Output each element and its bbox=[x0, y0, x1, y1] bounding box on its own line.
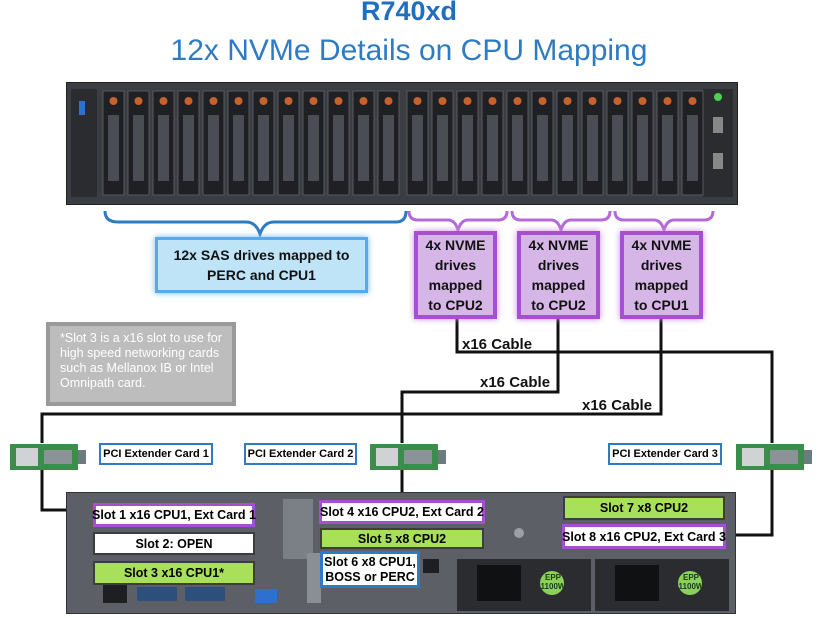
drive-bay-handle bbox=[562, 115, 573, 181]
drive-bay-handle bbox=[208, 115, 219, 181]
nvme-1-line1: 4x NVME bbox=[425, 237, 486, 253]
nvme-3-line2: drives bbox=[640, 257, 683, 273]
drive-bay-handle bbox=[108, 115, 119, 181]
cable-label-1: x16 Cable bbox=[462, 336, 533, 353]
psu-1-epp: EPP bbox=[544, 573, 561, 582]
drive-bay-handle bbox=[133, 115, 144, 181]
drive-bay-handle bbox=[662, 115, 673, 181]
slot3-note: *Slot 3 is a x16 slot to use for high sp… bbox=[46, 322, 236, 406]
drive-bay-led bbox=[513, 97, 522, 105]
drive-bay-handle bbox=[158, 115, 169, 181]
sas-label-line2: PERC and CPU1 bbox=[207, 267, 316, 283]
drive-bay-led bbox=[688, 97, 697, 105]
psu-2-epp: EPP bbox=[682, 573, 699, 582]
drive-bay-led bbox=[438, 97, 447, 105]
drive-bay-led bbox=[638, 97, 647, 105]
sas-drive-group-label: 12x SAS drives mapped to PERC and CPU1 bbox=[155, 237, 368, 293]
drive-bay-handle bbox=[587, 115, 598, 181]
pci-extender-cards-graphic bbox=[10, 444, 812, 470]
slot-7-label: Slot 7 x8 CPU2 bbox=[563, 496, 725, 520]
drive-bay-handle bbox=[537, 115, 548, 181]
drive-bay-handle bbox=[308, 115, 319, 181]
drive-bay-led bbox=[463, 97, 472, 105]
slot-8-label: Slot 8 x16 CPU2, Ext Card 3 bbox=[562, 524, 726, 549]
drive-bay-handle bbox=[383, 115, 394, 181]
drive-bay-led bbox=[538, 97, 547, 105]
drive-bay-led bbox=[284, 97, 293, 105]
nvme-1-line2: drives bbox=[434, 257, 477, 273]
drive-bay-handle bbox=[487, 115, 498, 181]
diagram-subtitle: 12x NVMe Details on CPU Mapping bbox=[170, 34, 648, 67]
nvme-1-line4: to CPU2 bbox=[428, 297, 483, 313]
drive-bay-led bbox=[663, 97, 672, 105]
drive-bay-led bbox=[613, 97, 622, 105]
nvme-group-3-label: 4x NVME drives mapped to CPU1 bbox=[620, 231, 703, 319]
slot-6-line2: BOSS or PERC bbox=[325, 569, 415, 584]
slot-6-line1: Slot 6 x8 CPU1, bbox=[324, 554, 416, 569]
drive-bay-handle bbox=[462, 115, 473, 181]
nvme-3-line4: to CPU1 bbox=[634, 297, 689, 313]
drive-bay-led bbox=[334, 97, 343, 105]
server-front-chassis bbox=[66, 82, 738, 205]
drive-bay-handle bbox=[283, 115, 294, 181]
nvme-group-2-label: 4x NVME drives mapped to CPU2 bbox=[517, 231, 600, 319]
drive-bay-led bbox=[159, 97, 168, 105]
slot-1-label: Slot 1 x16 CPU1, Ext Card 1 bbox=[92, 503, 256, 527]
pci-extender-card-2-label: PCI Extender Card 2 bbox=[244, 443, 357, 465]
drive-bay-handle bbox=[687, 115, 698, 181]
nvme-2-line3: mapped bbox=[531, 277, 586, 293]
drive-bay-led bbox=[384, 97, 393, 105]
drive-bays-graphic bbox=[67, 83, 737, 204]
slot-4-label: Slot 4 x16 CPU2, Ext Card 2 bbox=[319, 500, 485, 524]
nvme-2-line2: drives bbox=[537, 257, 580, 273]
pci-extender-card-3-label: PCI Extender Card 3 bbox=[608, 443, 722, 465]
nvme-3-line3: mapped bbox=[634, 277, 689, 293]
nvme-group-1-label: 4x NVME drives mapped to CPU2 bbox=[414, 231, 497, 319]
drive-bay-handle bbox=[358, 115, 369, 181]
drive-bay-led bbox=[309, 97, 318, 105]
drive-bay-led bbox=[109, 97, 118, 105]
sas-label-line1: 12x SAS drives mapped to bbox=[173, 247, 350, 263]
drive-bay-handle bbox=[412, 115, 423, 181]
drive-bay-led bbox=[588, 97, 597, 105]
drive-bay-handle bbox=[183, 115, 194, 181]
nvme-1-line3: mapped bbox=[428, 277, 483, 293]
drive-bay-led bbox=[488, 97, 497, 105]
drive-bay-handle bbox=[637, 115, 648, 181]
psu-2-watts: 1100W bbox=[678, 582, 704, 591]
drive-bay-handle bbox=[437, 115, 448, 181]
drive-bay-led bbox=[413, 97, 422, 105]
drive-bay-led bbox=[209, 97, 218, 105]
slot-3-label: Slot 3 x16 CPU1* bbox=[93, 561, 255, 585]
drive-bay-led bbox=[563, 97, 572, 105]
drive-bay-handle bbox=[612, 115, 623, 181]
slot-2-label: Slot 2: OPEN bbox=[93, 532, 255, 555]
psu-1-watts: 1100W bbox=[540, 582, 566, 591]
cable-label-3: x16 Cable bbox=[582, 397, 653, 414]
nvme-3-line1: 4x NVME bbox=[631, 237, 692, 253]
slot-5-label: Slot 5 x8 CPU2 bbox=[320, 528, 484, 549]
drive-bay-handle bbox=[512, 115, 523, 181]
drive-bay-handle bbox=[233, 115, 244, 181]
nvme-2-line1: 4x NVME bbox=[528, 237, 589, 253]
nvme-2-line4: to CPU2 bbox=[531, 297, 586, 313]
drive-bay-led bbox=[234, 97, 243, 105]
pci-extender-card-1-label: PCI Extender Card 1 bbox=[99, 443, 213, 465]
slot-6-label: Slot 6 x8 CPU1,BOSS or PERC bbox=[320, 551, 420, 588]
cable-label-2: x16 Cable bbox=[480, 374, 551, 391]
diagram-title: R740xd bbox=[360, 0, 458, 26]
drive-bay-handle bbox=[258, 115, 269, 181]
drive-bay-handle bbox=[333, 115, 344, 181]
drive-bay-led bbox=[359, 97, 368, 105]
drive-bay-led bbox=[134, 97, 143, 105]
drive-bay-led bbox=[259, 97, 268, 105]
drive-bay-led bbox=[184, 97, 193, 105]
